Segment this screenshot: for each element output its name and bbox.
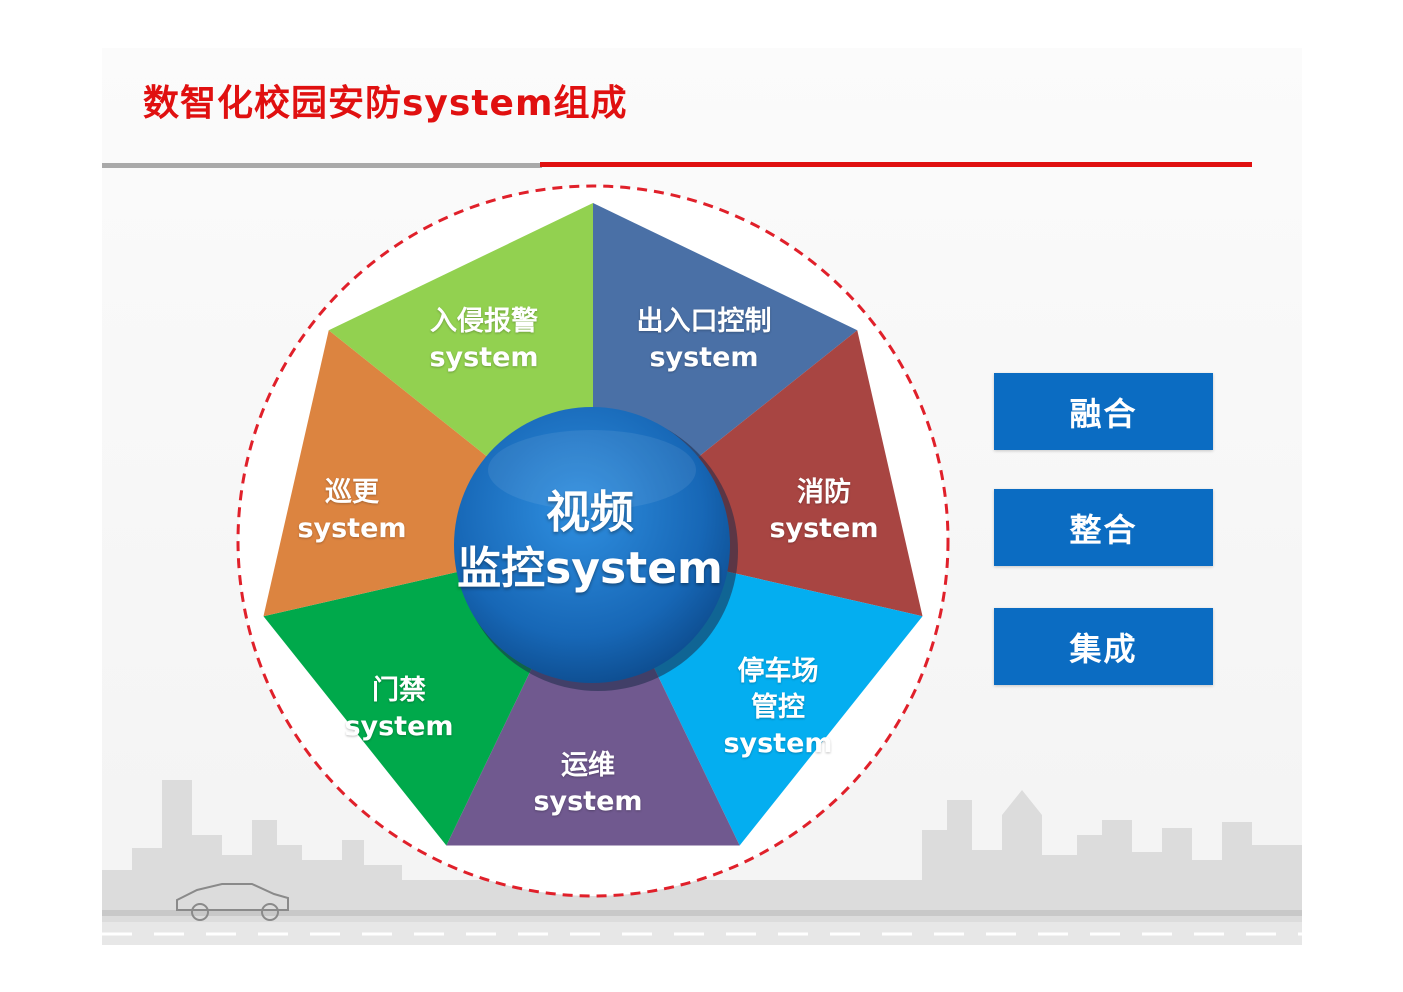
- segment-label-parking-line3: system: [723, 728, 833, 759]
- segment-label-operations-line1: 运维: [560, 750, 615, 781]
- center-hub-label-line1: 视频: [545, 487, 634, 538]
- segment-label-parking-line1: 停车场: [737, 656, 819, 687]
- city-skyline-image: [102, 780, 1302, 945]
- segment-label-intrusion-alarm-line1: 入侵报警: [429, 306, 538, 337]
- slide-title: 数智化校园安防system组成: [143, 83, 628, 124]
- center-hub-label-line2: 监控system: [457, 543, 723, 594]
- segment-label-patrol: 巡更 system: [297, 475, 406, 547]
- segment-door-access: [263, 563, 550, 846]
- segment-patrol: [263, 330, 515, 617]
- segment-label-intrusion-alarm: 入侵报警 system: [429, 304, 538, 376]
- segment-label-patrol-line1: 巡更: [324, 477, 379, 508]
- segment-label-intrusion-alarm-line2: system: [429, 342, 539, 373]
- segment-label-operations: 运维 system: [533, 748, 642, 820]
- center-hub-label: 视频 监控system: [457, 485, 723, 597]
- segment-label-door-access-line1: 门禁: [371, 675, 426, 706]
- segment-access-control: [593, 203, 858, 479]
- integration-button[interactable]: 整合: [994, 489, 1213, 566]
- segment-label-parking-line2: 管控: [750, 692, 805, 723]
- segment-label-fire: 消防 system: [769, 475, 878, 547]
- segment-label-patrol-line2: system: [297, 513, 407, 544]
- segment-label-access-control: 出入口控制 system: [637, 304, 772, 376]
- title-divider-red: [540, 162, 1252, 167]
- segment-label-access-control-line1: 出入口控制: [636, 306, 772, 337]
- segment-label-parking: 停车场 管控 system: [723, 654, 832, 762]
- system-integration-button[interactable]: 集成: [994, 608, 1213, 685]
- segment-label-door-access: 门禁 system: [344, 673, 453, 745]
- segment-intrusion-alarm: [328, 203, 593, 479]
- center-hub-highlight: [488, 430, 696, 510]
- segment-operations: [446, 631, 740, 846]
- fusion-button[interactable]: 融合: [994, 373, 1213, 450]
- segment-label-operations-line2: system: [533, 786, 643, 817]
- segment-label-access-control-line2: system: [649, 342, 759, 373]
- segment-label-fire-line1: 消防: [796, 477, 851, 508]
- segment-label-fire-line2: system: [769, 513, 879, 544]
- segment-label-door-access-line2: system: [344, 711, 454, 742]
- center-hub: [454, 407, 730, 683]
- title-divider-gray: [102, 163, 542, 168]
